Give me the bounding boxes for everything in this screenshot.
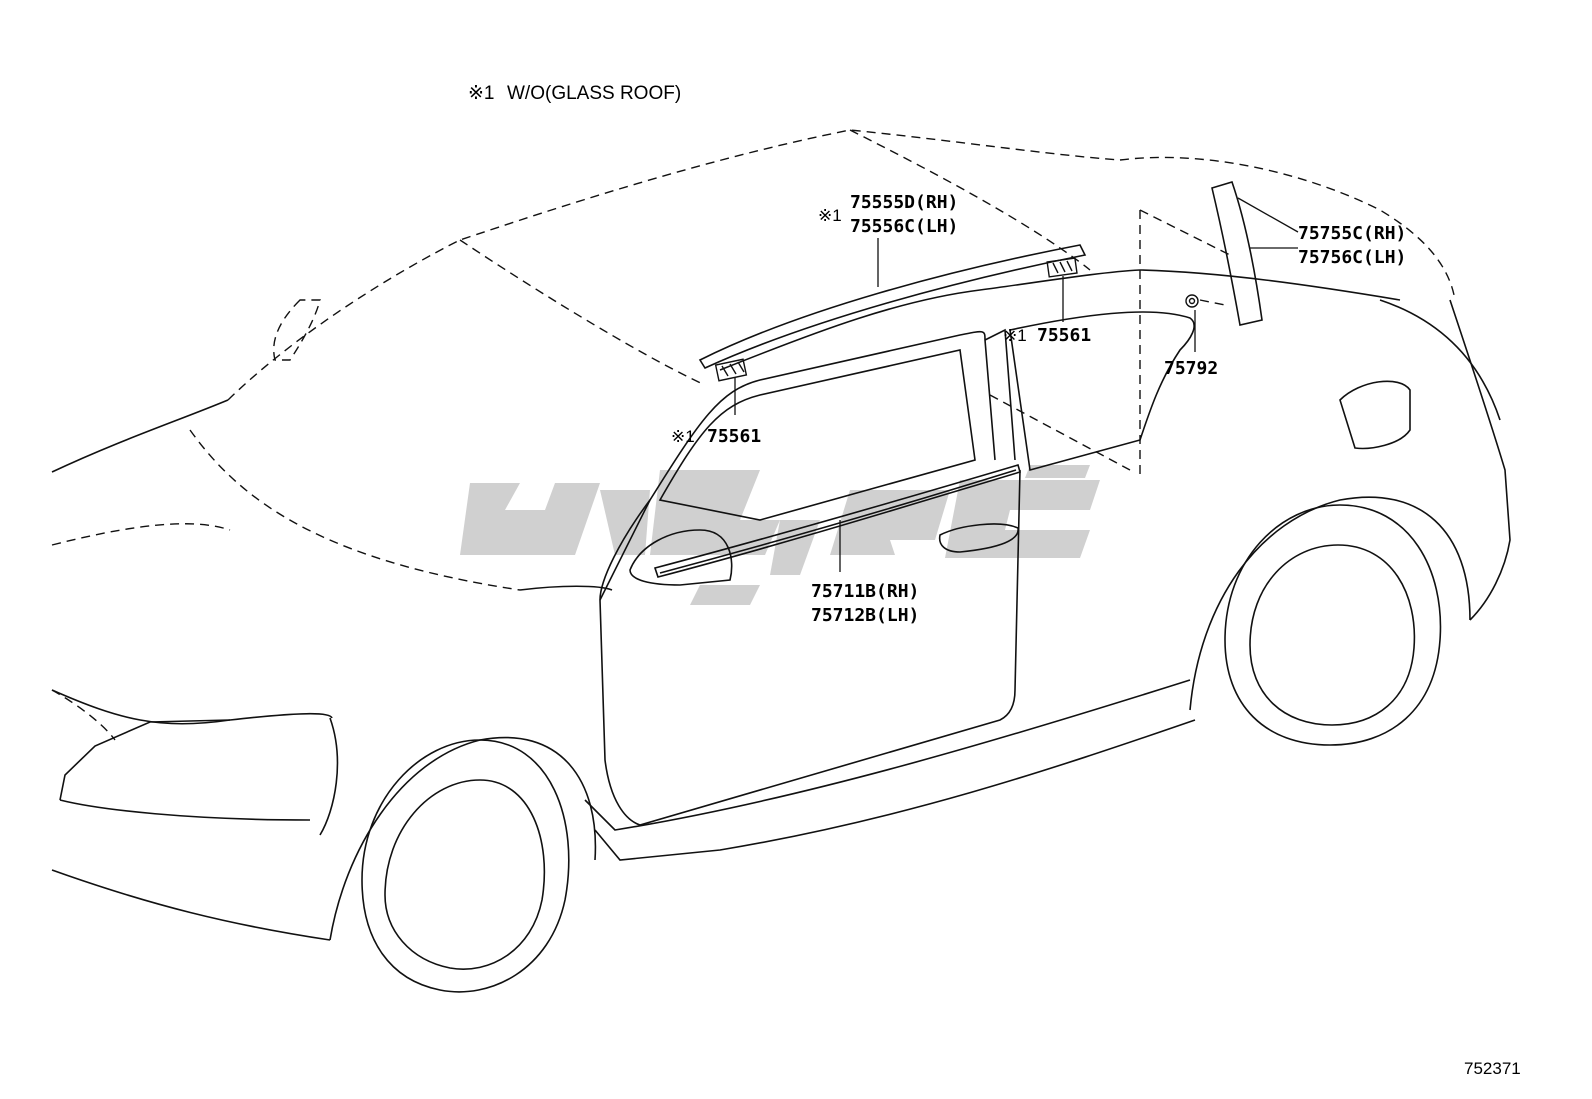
label-clip-front: 75561 bbox=[707, 426, 761, 447]
clip-rear-part bbox=[1046, 257, 1078, 278]
car-body-outline bbox=[51, 269, 1511, 993]
pillar-garnish-part bbox=[1211, 181, 1263, 326]
note-marker: ※1 bbox=[468, 83, 495, 104]
label-belt-molding-lh: 75712B(LH) bbox=[811, 605, 919, 626]
note-text: W/O(GLASS ROOF) bbox=[507, 83, 681, 104]
label-belt-molding-rh: 75711B(RH) bbox=[811, 581, 919, 602]
clip-front-mark: ※1 bbox=[671, 427, 695, 446]
watermark-logo bbox=[460, 465, 1100, 605]
clip-front-part bbox=[714, 358, 748, 382]
clip-rear-mark: ※1 bbox=[1003, 326, 1027, 345]
label-pillar-lh: 75756C(LH) bbox=[1298, 247, 1406, 268]
figure-reference: 752371 bbox=[1464, 1059, 1521, 1078]
leader-lines bbox=[734, 197, 1299, 572]
label-clip-rear: 75561 bbox=[1037, 325, 1091, 346]
label-pillar-rh: 75755C(RH) bbox=[1298, 223, 1406, 244]
car-dashed-outline bbox=[51, 129, 1456, 741]
label-clip-pillar: 75792 bbox=[1164, 358, 1218, 379]
label-roof-molding-rh: 75555D(RH) bbox=[850, 192, 958, 213]
roof-molding-part bbox=[698, 244, 1087, 370]
label-roof-molding-lh: 75556C(LH) bbox=[850, 216, 958, 237]
clip-pillar-part bbox=[1185, 294, 1199, 308]
roof-molding-mark: ※1 bbox=[818, 206, 842, 225]
